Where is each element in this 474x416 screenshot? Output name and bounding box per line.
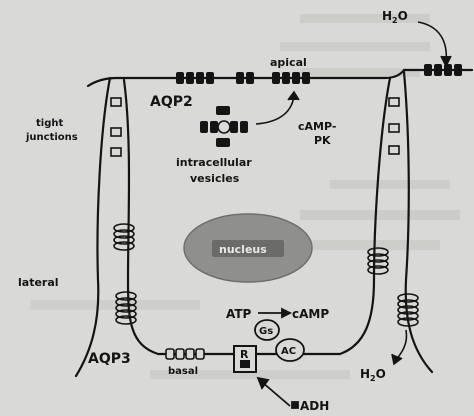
intracellular-label: intracellular [176,156,252,169]
basal-label: basal [168,366,198,377]
tight-junction-right [389,98,399,154]
aqp2-label: AQP2 [150,94,193,110]
tight-junctions-label-line1: tight [36,118,63,129]
vesicles-label: vesicles [190,172,240,185]
camp-pk-label-line1: cAMP- [298,120,336,133]
camp-label: cAMP [292,307,329,321]
atp-label: ATP [226,307,252,321]
adh-label: ADH [300,399,329,413]
ac-label: AC [281,346,296,357]
nucleus-label: nucleus [219,243,267,256]
receptor-label: R [240,348,249,361]
apical-label: apical [270,56,307,69]
lateral-label: lateral [18,276,59,289]
tight-junctions-label-line2: junctions [25,132,78,143]
gs-label: Gs [259,326,273,337]
camp-pk-label-line2: PK [314,134,331,147]
aqp3-label: AQP3 [88,351,131,367]
